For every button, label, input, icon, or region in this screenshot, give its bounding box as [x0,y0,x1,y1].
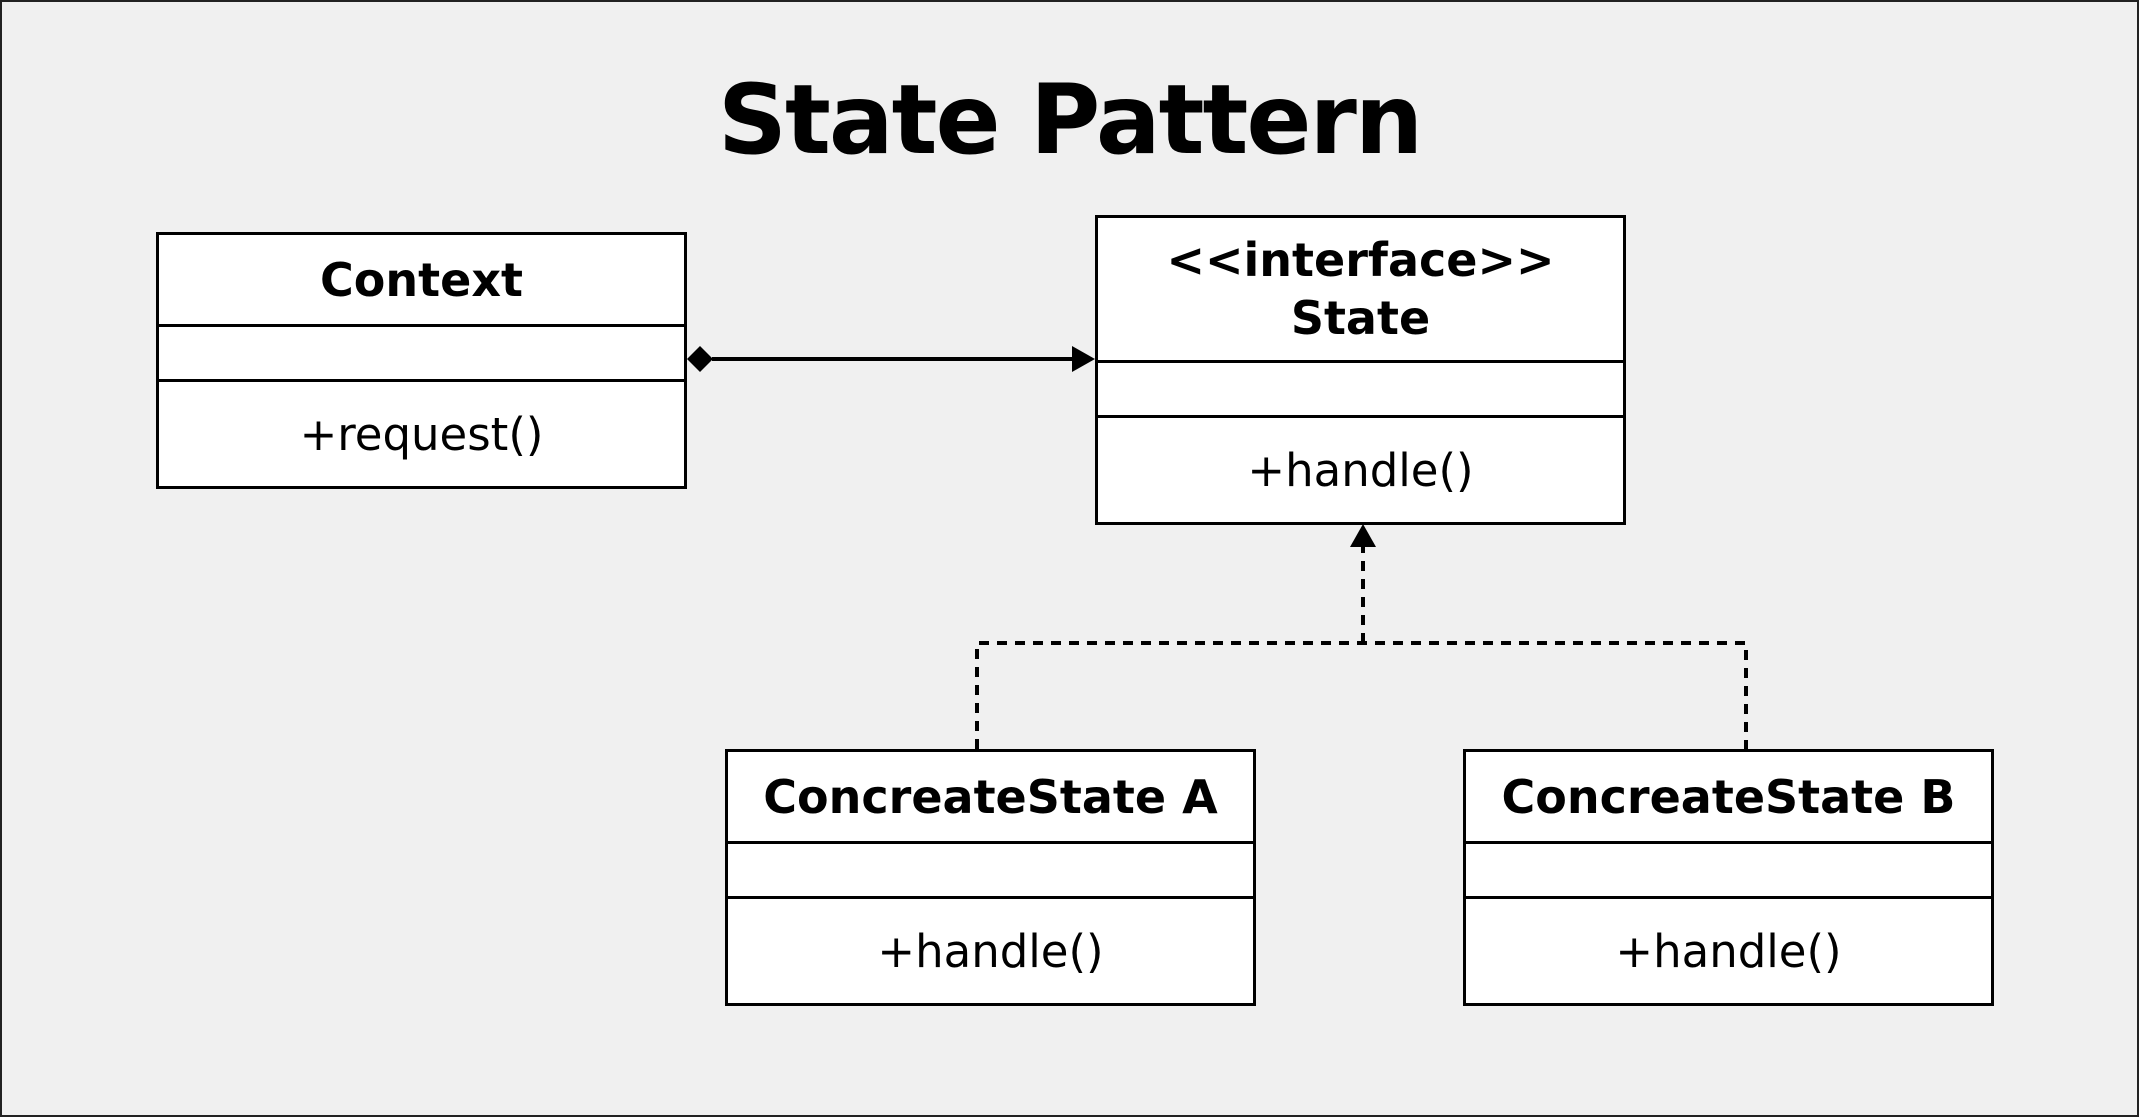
attributes-compartment [159,327,684,382]
class-name: ConcreateState B [1501,769,1956,824]
operations-compartment: +handle() [1466,899,1991,1003]
diagram-title: State Pattern [717,64,1423,176]
attributes-compartment [1098,363,1623,418]
composition-diamond-icon [687,346,713,372]
operation-handle: +handle() [877,924,1104,978]
operations-compartment: +request() [159,382,684,486]
class-header: ConcreateState B [1466,752,1991,844]
class-header: ConcreateState A [728,752,1253,844]
stereotype-label: <<interface>> [1166,233,1555,287]
class-header: <<interface>> State [1098,218,1623,363]
class-concrete-state-a[interactable]: ConcreateState A +handle() [725,749,1256,1006]
interface-state[interactable]: <<interface>> State +handle() [1095,215,1626,525]
class-name: Context [320,252,523,307]
operation-handle: +handle() [1247,443,1474,497]
operation-handle: +handle() [1615,924,1842,978]
realization-arrowhead-icon [1350,524,1376,547]
class-name: ConcreateState A [763,769,1218,824]
class-concrete-state-b[interactable]: ConcreateState B +handle() [1463,749,1994,1006]
arrowhead-icon [1072,346,1095,372]
attributes-compartment [728,844,1253,899]
operations-compartment: +handle() [1098,418,1623,522]
attributes-compartment [1466,844,1991,899]
class-header: Context [159,235,684,327]
class-name: State [1290,291,1431,345]
operation-request: +request() [299,407,544,461]
composition-link [687,346,1095,372]
realization-link [975,524,1748,749]
class-context[interactable]: Context +request() [156,232,687,489]
operations-compartment: +handle() [728,899,1253,1003]
